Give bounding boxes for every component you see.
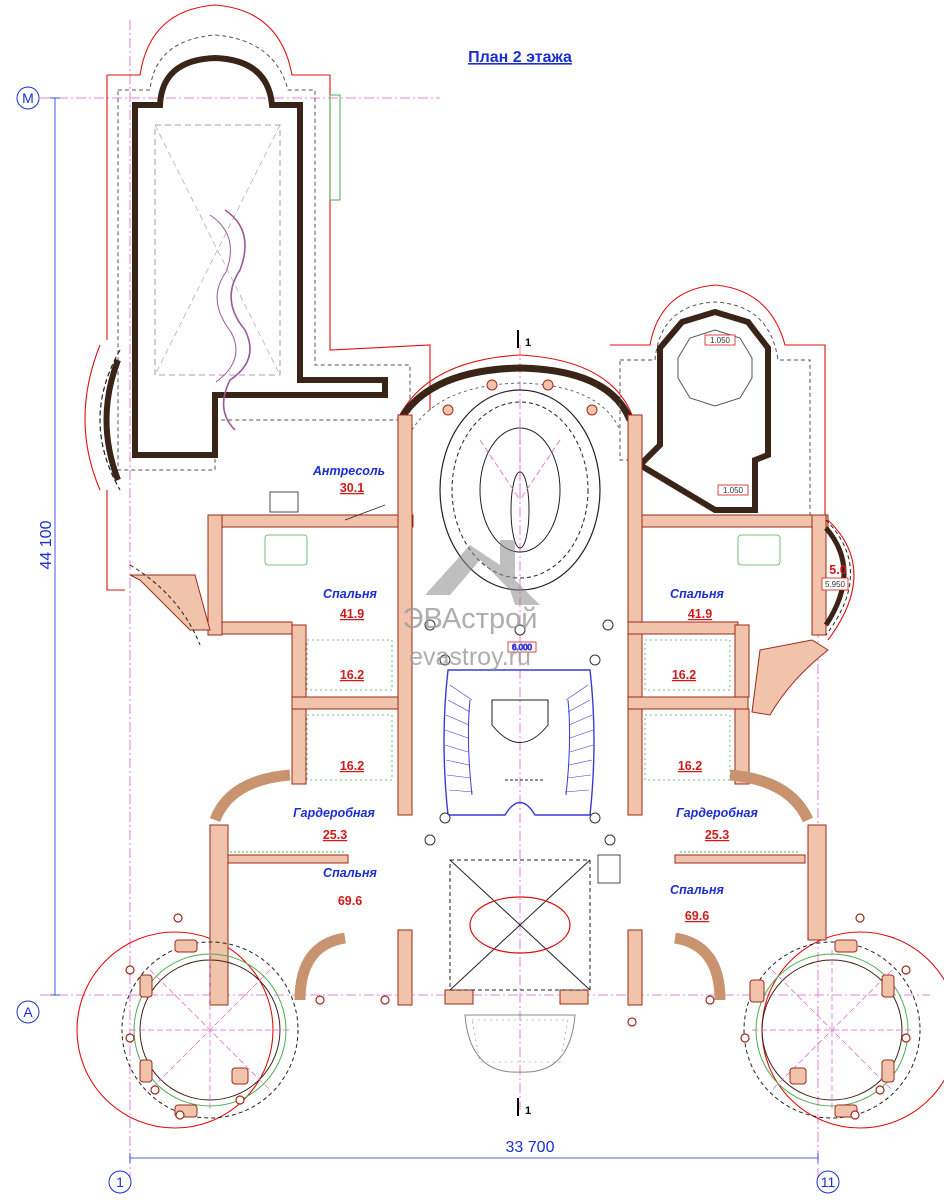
svg-text:1: 1 <box>525 337 531 349</box>
room-name-mezzanine: Антресоль <box>312 464 385 478</box>
section-mark-bottom: 1 <box>517 1098 531 1117</box>
left-bay <box>129 564 211 646</box>
room-area-bedroom-right-top: 41.9 <box>688 607 712 621</box>
right-round-tower <box>627 913 921 1120</box>
fixtures <box>264 491 781 884</box>
room-area-wardrobe-right: 25.3 <box>705 828 729 842</box>
room-area-bedroom-right-bottom: 69.6 <box>685 909 709 923</box>
room-name-bedroom-right-bottom: Спальня <box>670 883 725 897</box>
axis-bubble-a: А <box>16 1000 40 1024</box>
left-wing <box>99 34 411 491</box>
right-upper-tower: 1.050 1.050 <box>619 301 811 516</box>
roof-outline <box>76 4 944 1129</box>
svg-text:ЭВАстрой: ЭВАстрой <box>403 603 538 635</box>
room-area-bath-right-1: 16.2 <box>672 668 696 682</box>
svg-text:1: 1 <box>116 1174 124 1190</box>
right-bay: 5.950 5.0 <box>751 519 851 716</box>
svg-text:М: М <box>22 90 34 106</box>
horizontal-dimension: 33 700 <box>506 1139 555 1156</box>
room-area-bedroom-left-bottom: 69.6 <box>338 894 362 908</box>
lower-hall-void <box>449 859 591 1073</box>
svg-text:evastroy.ru: evastroy.ru <box>409 643 531 671</box>
columns <box>424 619 616 846</box>
room-name-bedroom-right-top: Спальня <box>670 587 725 601</box>
central-oval-hall <box>396 364 634 591</box>
central-staircase: 6.000 <box>443 641 595 816</box>
room-area-bedroom-left-top: 41.9 <box>340 607 364 621</box>
curved-walls <box>209 769 814 1001</box>
svg-text:А: А <box>23 1004 33 1020</box>
axis-bubble-11: 11 <box>816 1170 840 1194</box>
elevation-tower-top: 1.050 <box>710 336 731 345</box>
elevation-bay: 5.950 <box>825 580 846 589</box>
dimension-lines <box>50 97 819 1163</box>
svg-text:1: 1 <box>525 1105 531 1117</box>
room-area-bath-right-2: 16.2 <box>678 759 702 773</box>
elevation-hall: 6.000 <box>512 643 533 652</box>
room-area-mezzanine: 30.1 <box>340 481 364 495</box>
room-name-wardrobe-right: Гардеробная <box>676 806 758 820</box>
room-area-wardrobe-left: 25.3 <box>323 828 347 842</box>
watermark: ЭВАстрой evastroy.ru <box>403 540 540 671</box>
axis-bubble-1: 1 <box>108 1170 132 1194</box>
room-area-bath-left-1: 16.2 <box>340 668 364 682</box>
section-mark-top: 1 <box>517 330 531 349</box>
elevation-tower-bottom: 1.050 <box>723 486 744 495</box>
walls <box>207 414 829 1006</box>
room-name-bedroom-left-top: Спальня <box>323 587 378 601</box>
room-labels: Антресоль 30.1 Спальня 41.9 Спальня 41.9… <box>293 464 758 923</box>
room-area-bath-left-2: 16.2 <box>340 759 364 773</box>
room-name-wardrobe-left: Гардеробная <box>293 806 375 820</box>
left-round-tower <box>121 913 390 1120</box>
axis-bubble-m: М <box>16 86 40 110</box>
vertical-dimension: 44 100 <box>38 520 55 569</box>
bay-label: 5.0 <box>829 563 846 577</box>
svg-text:11: 11 <box>821 1174 836 1190</box>
plan-title: План 2 этажа <box>468 49 572 66</box>
room-name-bedroom-left-bottom: Спальня <box>323 866 378 880</box>
house-logo-icon <box>425 540 540 605</box>
